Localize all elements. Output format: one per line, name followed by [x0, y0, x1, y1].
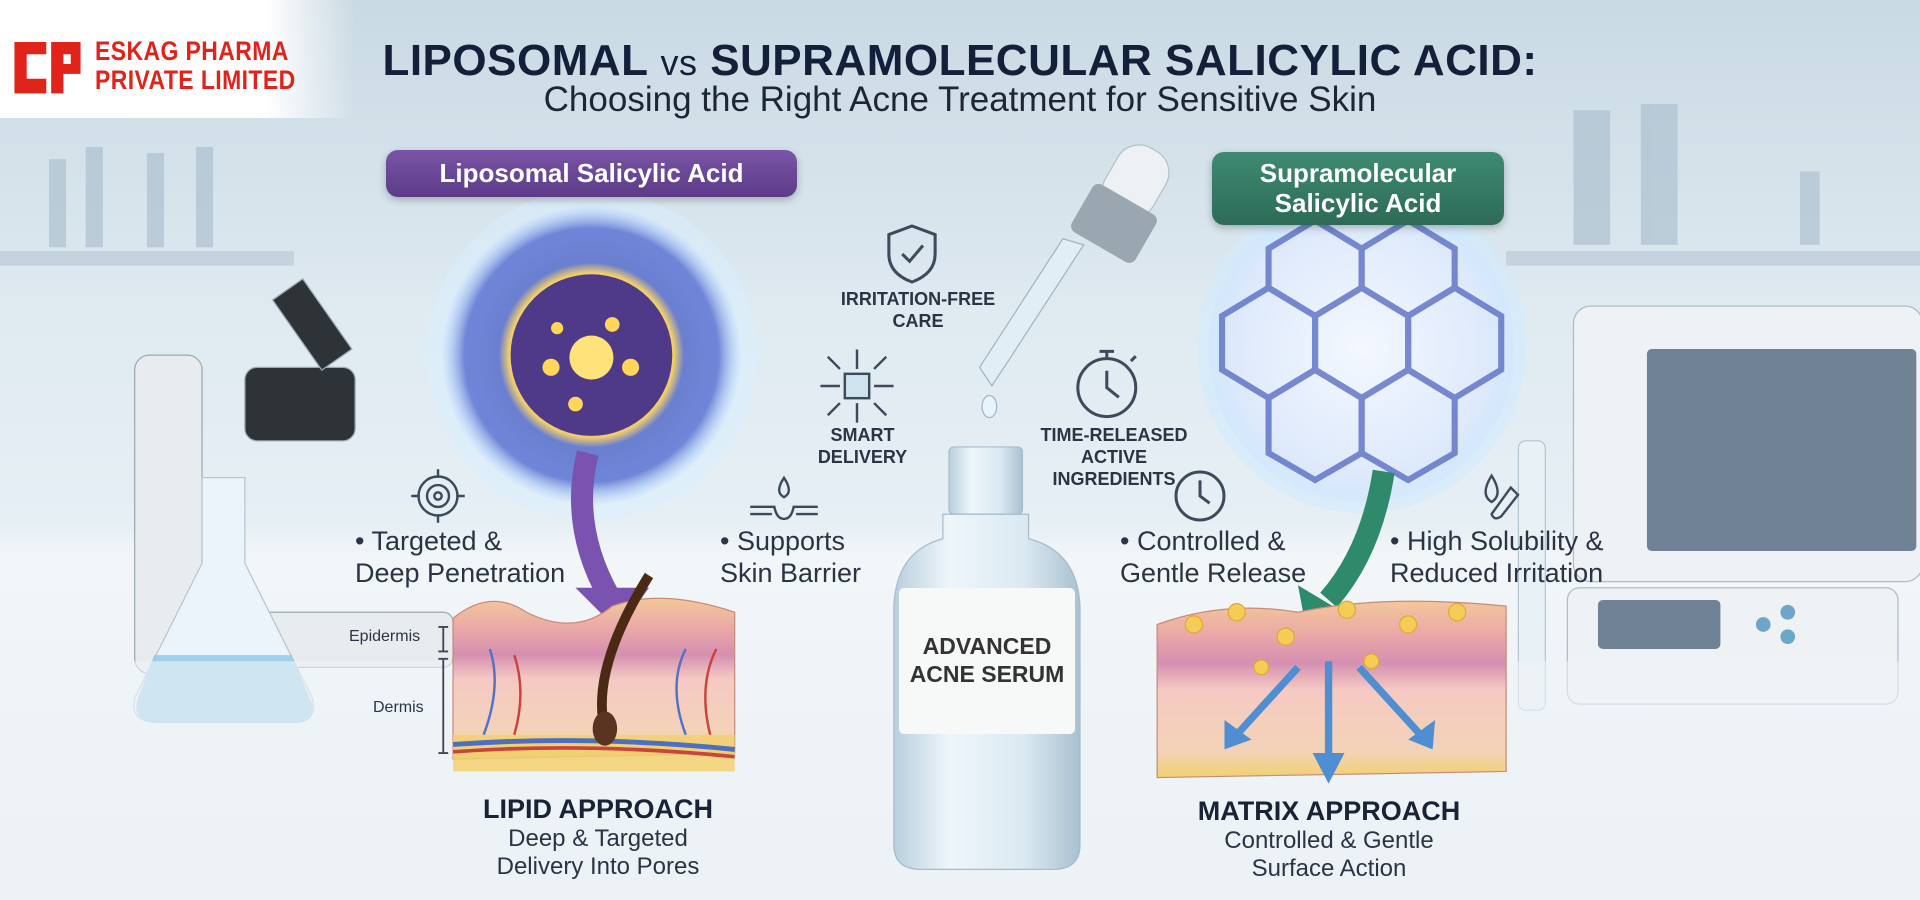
lipid-approach-line1: Deep & Targeted: [508, 825, 688, 852]
dermis-label: Dermis: [373, 699, 424, 716]
matrix-illustration: [1208, 195, 1515, 503]
feature-line: • Supports: [720, 526, 846, 556]
benefit-line: ACTIVE: [1080, 447, 1147, 467]
supramolecular-label-line1: Supramolecular: [1259, 158, 1457, 188]
benefit-line: CARE: [892, 311, 944, 331]
stopwatch-icon: [1076, 349, 1138, 419]
supramolecular-label-line2: Salicylic Acid: [1274, 188, 1442, 218]
bottle-label: ADVANCED ACNE SERUM: [899, 588, 1075, 734]
right-skin-cross-section: [1156, 600, 1507, 784]
benefit-line: DELIVERY: [817, 447, 908, 467]
benefit-line: INGREDIENTS: [1052, 469, 1176, 489]
page-title: LIPOSOMAL vs SUPRAMOLECULAR SALICYLIC AC…: [0, 36, 1920, 86]
liposomal-label: Liposomal Salicylic Acid: [386, 150, 797, 197]
brand-name: ESKAG PHARMA PRIVATE LIMITED: [95, 37, 296, 95]
bottle-label-line2: ACNE SERUM: [909, 661, 1065, 687]
feature-supports-barrier: • Supports Skin Barrier: [720, 525, 861, 589]
title-part2: SUPRAMOLECULAR SALICYLIC ACID:: [710, 36, 1538, 85]
brand-name-line1: ESKAG PHARMA: [95, 36, 289, 66]
feature-targeted-penetration: • Targeted & Deep Penetration: [355, 525, 565, 589]
feature-controlled-release: • Controlled & Gentle Release: [1120, 525, 1306, 589]
feature-line: Reduced Irritation: [1390, 558, 1604, 588]
page-subtitle: Choosing the Right Acne Treatment for Se…: [543, 80, 1377, 119]
feature-high-solubility: • High Solubility & Reduced Irritation: [1390, 525, 1604, 589]
benefit-time-released: TIME-RELEASED ACTIVE INGREDIENTS: [1022, 424, 1206, 490]
dropper-illustration: [978, 144, 1170, 419]
cube-arrows-icon: [820, 349, 894, 423]
benefit-line: SMART: [830, 425, 895, 445]
title-vs: vs: [660, 42, 698, 83]
lipid-arrow: [571, 450, 620, 603]
feature-line: Deep Penetration: [355, 558, 566, 588]
skin-barrier-drop-icon: [750, 475, 818, 521]
left-skin-cross-section: [452, 572, 736, 772]
feature-line: Skin Barrier: [720, 558, 862, 588]
supramolecular-label: Supramolecular Salicylic Acid: [1212, 152, 1504, 225]
target-icon: [411, 469, 465, 523]
feature-line: Gentle Release: [1120, 558, 1307, 588]
benefit-line: IRRITATION-FREE: [840, 289, 996, 309]
title-part1: LIPOSOMAL: [382, 36, 648, 85]
matrix-approach-line2: Surface Action: [1251, 855, 1407, 882]
shield-check-icon: [887, 224, 937, 284]
brand-logo-mark: [14, 42, 81, 94]
matrix-arrow: [1320, 469, 1395, 608]
lipid-approach: LIPID APPROACH Deep & Targeted Delivery …: [418, 794, 778, 881]
feature-line: • High Solubility &: [1390, 526, 1604, 556]
lipid-approach-line2: Delivery Into Pores: [496, 853, 700, 880]
epidermis-label: Epidermis: [349, 628, 421, 645]
matrix-approach: MATRIX APPROACH Controlled & Gentle Surf…: [1149, 796, 1509, 883]
drop-flask-icon: [1484, 473, 1520, 520]
bottle-label-line1: ADVANCED: [922, 633, 1052, 659]
clock-icon: [1174, 470, 1226, 522]
benefit-smart-delivery: SMART DELIVERY: [795, 424, 930, 468]
benefit-irritation-free: IRRITATION-FREE CARE: [826, 288, 1010, 332]
matrix-approach-line1: Controlled & Gentle: [1224, 827, 1434, 854]
lipid-approach-heading: LIPID APPROACH: [482, 794, 713, 824]
feature-line: • Targeted &: [355, 526, 503, 556]
matrix-approach-heading: MATRIX APPROACH: [1197, 796, 1461, 826]
feature-line: • Controlled &: [1120, 526, 1286, 556]
benefit-line: TIME-RELEASED: [1040, 425, 1188, 445]
brand-logo-panel: ESKAG PHARMA PRIVATE LIMITED: [0, 0, 355, 118]
brand-name-line2: PRIVATE LIMITED: [95, 65, 296, 95]
